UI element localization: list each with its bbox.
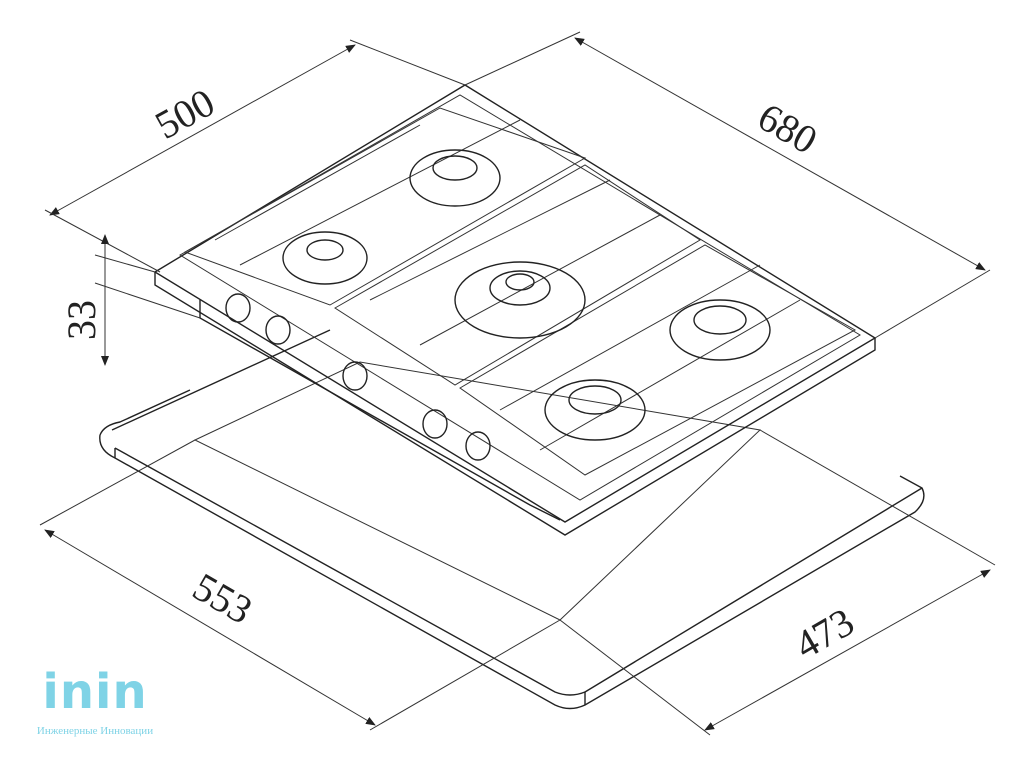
hob-body [153, 84, 877, 536]
burner-wok [454, 261, 586, 339]
height-label: 33 [59, 300, 104, 340]
burner-front [544, 379, 646, 441]
control-knobs [225, 293, 491, 461]
burner-back-center [409, 149, 501, 207]
burner-right [669, 299, 771, 361]
width-label: 680 [751, 94, 825, 163]
logo-name: inin [42, 664, 148, 720]
dimension-lines [39, 31, 996, 736]
brand-logo: inin Инженерные Инновации [20, 664, 170, 738]
depth-label: 500 [148, 79, 222, 147]
burner-back-left [282, 231, 368, 285]
cutout-depth-label: 473 [787, 599, 861, 668]
burners [282, 149, 771, 441]
logo-tagline: Инженерные Инновации [36, 725, 154, 737]
cutout-width-label: 553 [186, 564, 260, 633]
